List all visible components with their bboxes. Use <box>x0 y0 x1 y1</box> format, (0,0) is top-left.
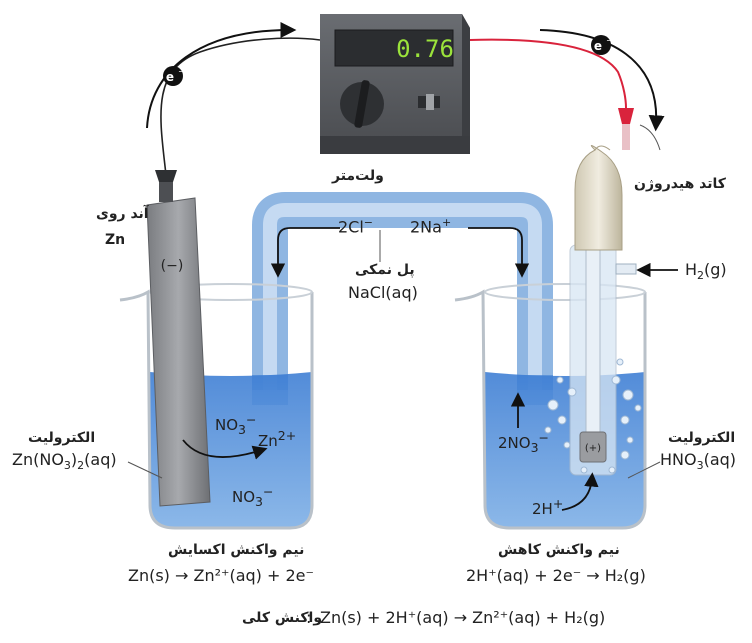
ion-no3-bottom: NO3− <box>232 484 274 509</box>
cathode-clip <box>618 108 634 150</box>
left-electrolyte-title: الکترولیت <box>28 430 96 446</box>
voltmeter-display <box>334 29 454 67</box>
svg-text:e: e <box>594 39 602 53</box>
wire-left <box>160 37 321 176</box>
zinc-ion-arrow <box>182 439 268 460</box>
salt-bridge-title: پل نمکی <box>355 262 415 278</box>
voltmeter-label: ولت‌متر <box>332 168 384 184</box>
overall-separator: : <box>306 608 312 627</box>
electron-flow-arrow-right <box>539 29 665 132</box>
oxidation-equation: Zn(s) → Zn²⁺(aq) + 2e⁻ <box>128 566 314 585</box>
reduction-equation: 2H⁺(aq) + 2e⁻ → H₂(g) <box>466 566 646 585</box>
h-plus-arrow <box>561 472 599 511</box>
cathode-title: کاتد هیدروژن <box>634 176 726 192</box>
anode-title: آند روی <box>96 206 149 222</box>
ion-2no3: 2NO3− <box>498 430 550 455</box>
svg-text:e: e <box>166 70 174 84</box>
wire-right <box>469 38 627 109</box>
hydrogen-gas-label: H2(g) <box>685 260 727 283</box>
voltmeter-reading: 0.76 <box>396 35 454 63</box>
svg-text:−: − <box>178 67 185 76</box>
cathode-pointer <box>639 124 661 151</box>
right-electrolyte-pointer <box>627 461 661 479</box>
overall-title: واکنش کلی <box>242 610 323 626</box>
salt-bridge-formula: NaCl(aq) <box>348 283 418 302</box>
ion-2h-plus: 2H+ <box>532 496 564 518</box>
bridge-anion-label: 2Cl− <box>338 216 374 237</box>
bridge-cation-arrow <box>468 227 530 278</box>
anode-sign: (−) <box>161 258 184 274</box>
left-electrolyte-formula: Zn(NO3)2(aq) <box>12 450 117 473</box>
oxidation-title: نیم واکنش اکسایش <box>168 542 305 558</box>
electron-icon-left: e − <box>163 66 185 86</box>
svg-text:−: − <box>606 36 613 45</box>
right-electrolyte-title: الکترولیت <box>668 430 736 446</box>
bridge-cation-label: 2Na+ <box>410 216 452 237</box>
hydrogen-electrode: (+) <box>569 145 637 476</box>
right-electrolyte-formula: HNO3(aq) <box>660 450 737 473</box>
reduction-title: نیم واکنش کاهش <box>498 542 620 558</box>
anode-symbol: Zn <box>105 232 126 248</box>
electron-flow-arrow-left <box>146 22 297 129</box>
voltmeter: 0.76 <box>320 14 470 154</box>
zinc-anode: (−) <box>146 170 211 507</box>
electron-icon-right: e − <box>591 35 613 55</box>
hydrogen-bubbles <box>544 358 642 474</box>
cathode-sign: (+) <box>585 443 601 454</box>
bridge-anion-arrow <box>270 227 340 278</box>
overall-equation: Zn(s) + 2H⁺(aq) → Zn²⁺(aq) + H₂(g) <box>320 608 606 627</box>
ion-no3-top: NO3− <box>215 412 257 437</box>
left-electrolyte-pointer <box>127 461 163 479</box>
ion-zn2plus: Zn2+ <box>258 428 297 450</box>
